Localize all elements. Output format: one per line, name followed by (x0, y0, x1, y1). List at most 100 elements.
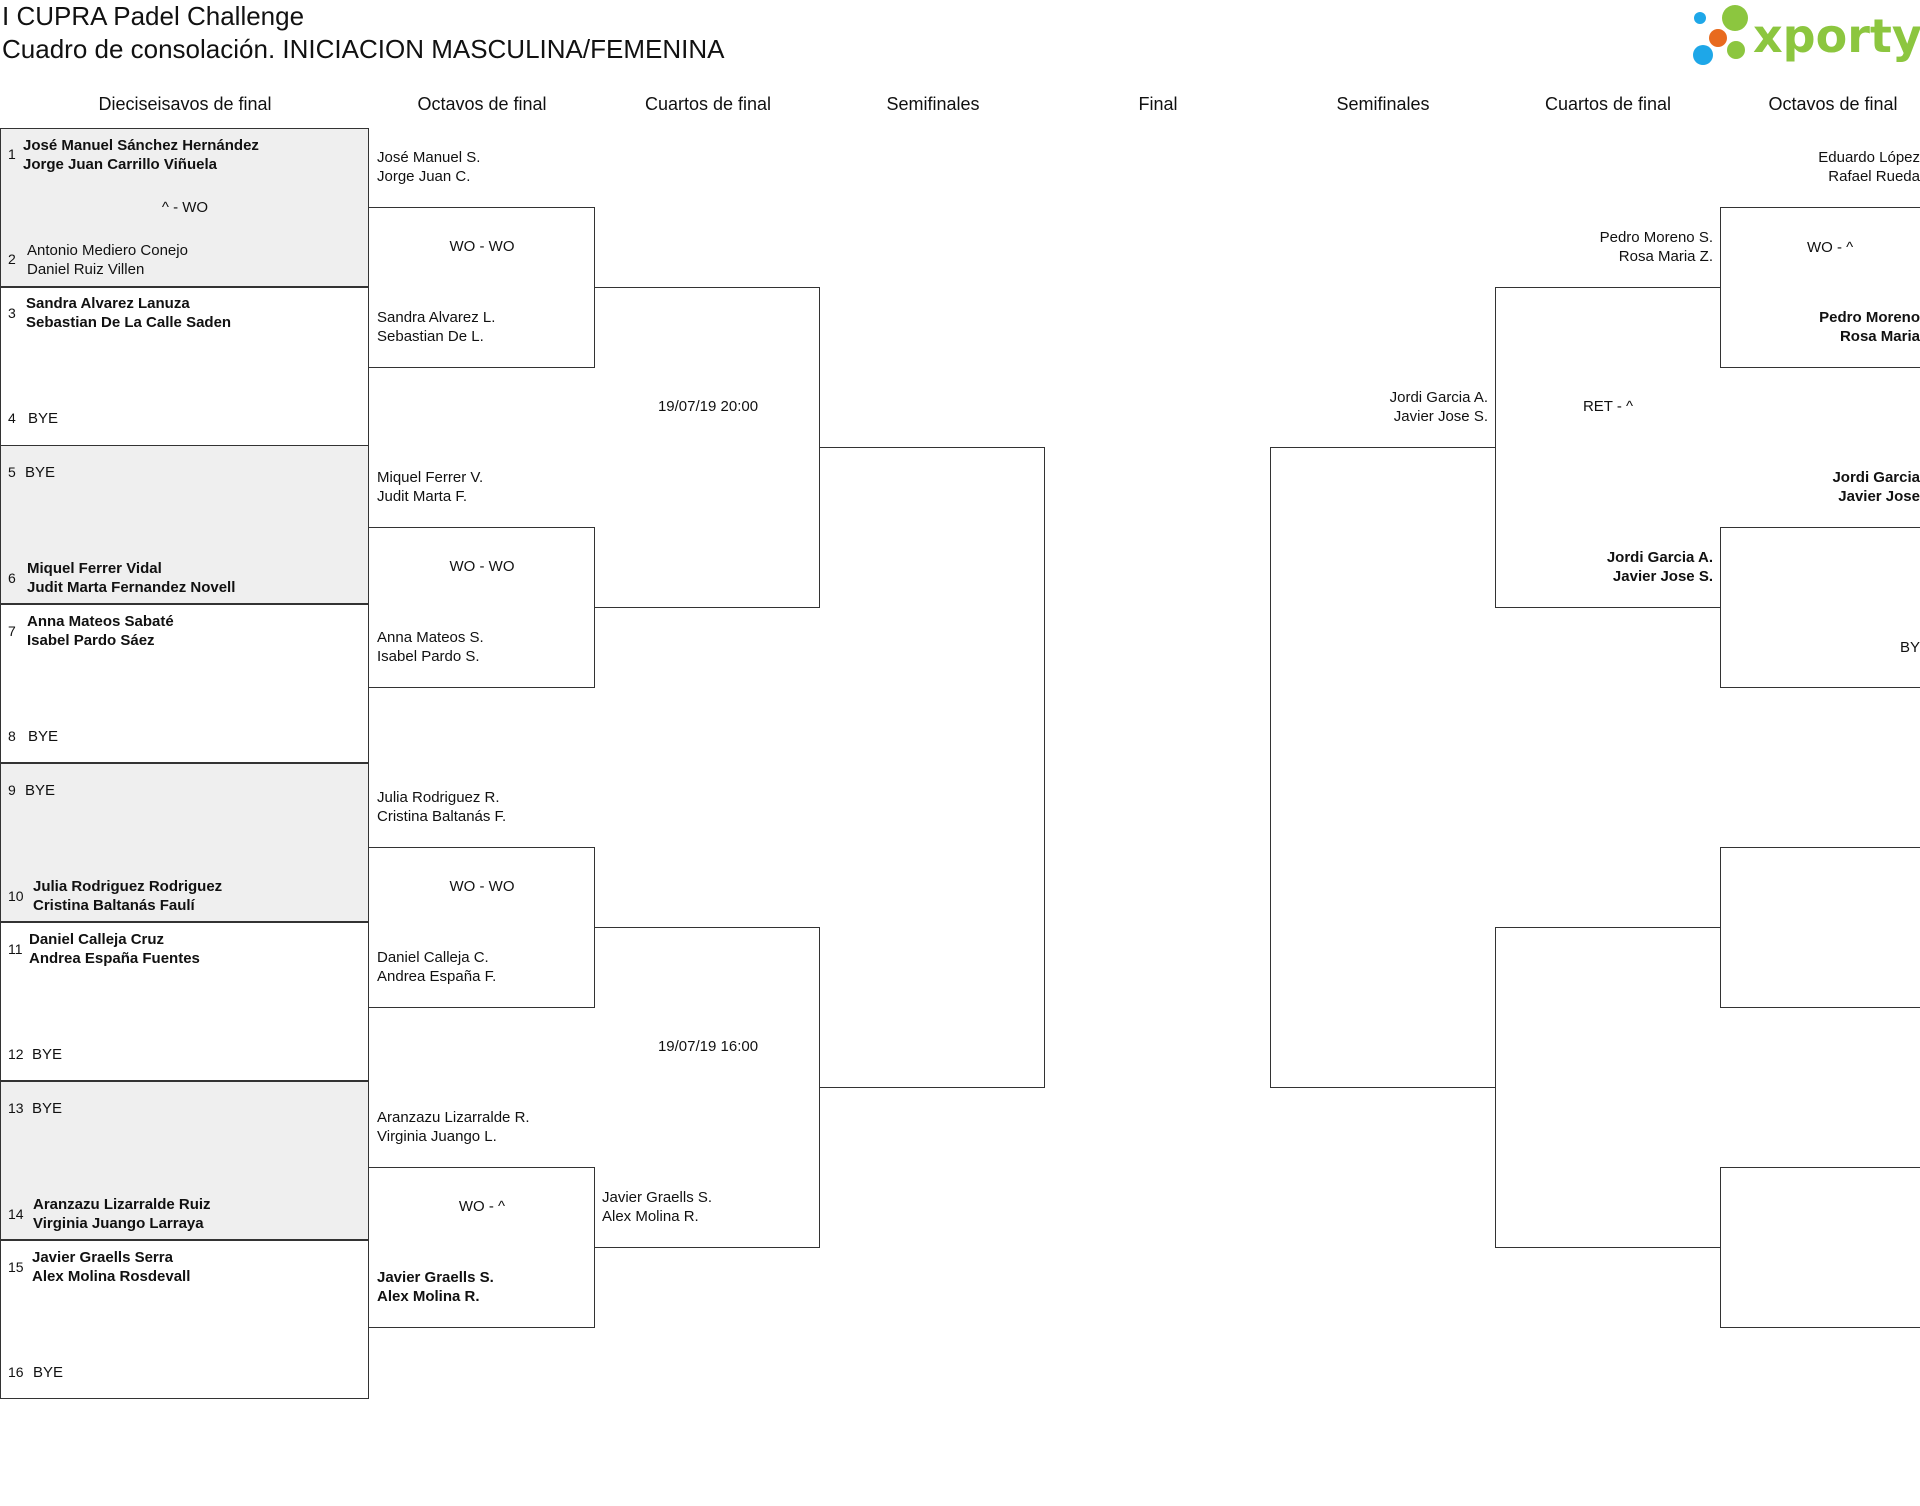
qf-right-team-line2: Javier Jose S. (1612, 568, 1713, 585)
team-player-2: Andrea España Fuentes (29, 950, 200, 967)
match-score: RET - ^ (1582, 398, 1634, 415)
r16-match-box (369, 207, 595, 368)
qf-right-match-box (1495, 287, 1720, 608)
team-player-1: Aranzazu Lizarralde Ruiz (33, 1196, 211, 1213)
r16-team-line1: Sandra Alvarez L. (377, 309, 496, 326)
seed-number: 14 (8, 1206, 24, 1222)
r16-match-box (369, 847, 595, 1008)
round-header-r16-right: Octavos de final (1768, 94, 1898, 114)
sf-right-team-line1: Jordi Garcia A. (1389, 389, 1488, 406)
team-player-2: Cristina Baltanás Faulí (33, 897, 195, 914)
team-player-1: Sandra Alvarez Lanuza (26, 295, 190, 312)
r16-right-team-line2: Javier Jose (1838, 488, 1920, 505)
seed-number: 9 (8, 782, 16, 798)
r16-team-line2: Cristina Baltanás F. (377, 808, 507, 825)
draw-subtitle: Cuadro de consolación. INICIACION MASCUL… (2, 34, 725, 64)
team-bye: BYE (28, 728, 59, 745)
team-player-1: Javier Graells Serra (32, 1249, 173, 1266)
r16-right-team-line1: Eduardo López (1818, 149, 1920, 166)
team-bye: BYE (28, 410, 59, 427)
r16-right-match-box (1720, 847, 1920, 1008)
match-score: WO - WO (449, 238, 515, 255)
r16-right-team-line1: Jordi Garcia (1832, 469, 1920, 486)
seed-number: 3 (8, 305, 16, 321)
r16-team-line1: Daniel Calleja C. (377, 949, 489, 966)
round-header-qf: Cuartos de final (644, 94, 772, 114)
r16-team-line2: Andrea España F. (377, 968, 497, 985)
r32-match-3 (0, 445, 369, 604)
seed-number: 8 (8, 728, 16, 744)
r32-match-4 (0, 604, 369, 763)
round-header-r32: Dieciseisavos de final (98, 94, 272, 114)
sf-right-match-box (1270, 447, 1495, 1088)
r16-match-box (369, 527, 595, 688)
seed-number: 1 (8, 146, 16, 162)
r16-right-match-box (1720, 207, 1920, 368)
team-player-2: Virginia Juango Larraya (33, 1215, 204, 1232)
seed-number: 4 (8, 410, 16, 426)
round-header-sf: Semifinales (886, 94, 980, 114)
team-player-2: Jorge Juan Carrillo Viñuela (23, 156, 217, 173)
seed-number: 15 (8, 1259, 24, 1275)
team-player-2: Judit Marta Fernandez Novell (27, 579, 236, 596)
qf-team-line2: Alex Molina R. (602, 1208, 699, 1225)
team-bye: BYE (25, 782, 56, 799)
team-player-2: Isabel Pardo Sáez (27, 632, 155, 649)
qf-right-team-line2: Rosa Maria Z. (1618, 248, 1713, 265)
team-player-2: Sebastian De La Calle Saden (26, 314, 232, 331)
team-player-1: Miquel Ferrer Vidal (27, 560, 162, 577)
r16-match-box (369, 1167, 595, 1328)
qf-right-team-line1: Jordi Garcia A. (1606, 549, 1713, 566)
r16-team-line1: Julia Rodriguez R. (377, 789, 500, 806)
team-bye: BYE (33, 1364, 64, 1381)
r32-match-5 (0, 763, 369, 922)
r16-team-line2: Isabel Pardo S. (377, 648, 480, 665)
match-score: WO - ^ (1807, 239, 1854, 256)
seed-number: 16 (8, 1364, 24, 1380)
r16-team-line2: Judit Marta F. (377, 488, 468, 505)
r32-match-6 (0, 922, 369, 1081)
r16-team-line2: Jorge Juan C. (377, 168, 471, 185)
seed-number: 10 (8, 888, 24, 904)
team-player-1: Anna Mateos Sabaté (27, 613, 174, 630)
seed-number: 5 (8, 464, 16, 480)
qf-match-box (595, 927, 820, 1248)
team-player-1: Daniel Calleja Cruz (29, 931, 165, 948)
r16-right-team-line1: Pedro Moreno (1819, 309, 1920, 326)
r16-team-line1: José Manuel S. (377, 149, 481, 166)
seed-number: 13 (8, 1100, 24, 1116)
seed-number: 6 (8, 570, 16, 586)
team-bye: BYE (32, 1046, 63, 1063)
round-header-r16: Octavos de final (417, 94, 547, 114)
round-header-sf-right: Semifinales (1336, 94, 1430, 114)
r16-team-line1: Javier Graells S. (377, 1269, 494, 1286)
match-score: ^ - WO (161, 199, 209, 216)
team-bye: BYE (32, 1100, 63, 1117)
match-score: WO - ^ (458, 1198, 506, 1215)
round-header-qf-right: Cuartos de final (1544, 94, 1672, 114)
r32-match-7 (0, 1081, 369, 1240)
match-date: 19/07/19 16:00 (657, 1038, 759, 1055)
r32-match-8 (0, 1240, 369, 1399)
team-player-2: Alex Molina Rosdevall (32, 1268, 191, 1285)
r32-match-1 (0, 128, 369, 287)
r16-team-line2: Sebastian De L. (377, 328, 484, 345)
r16-right-match-box (1720, 527, 1920, 688)
seed-number: 12 (8, 1046, 24, 1062)
sf-right-team-line2: Javier Jose S. (1393, 408, 1488, 425)
logo-wordmark: xporty (1753, 9, 1920, 63)
r16-team-line1: Aranzazu Lizarralde R. (377, 1109, 530, 1126)
seed-number: 7 (8, 623, 16, 639)
team-player-2: Daniel Ruiz Villen (27, 261, 145, 278)
qf-team-line1: Javier Graells S. (602, 1189, 713, 1206)
r16-team-line1: Anna Mateos S. (377, 629, 484, 646)
seed-number: 2 (8, 251, 16, 267)
r16-team-line2: Virginia Juango L. (377, 1128, 497, 1145)
match-date: 19/07/19 20:00 (657, 398, 759, 415)
xporty-logo-mark: xporty (1693, 5, 1920, 65)
round-header-final: Final (1138, 94, 1178, 114)
match-score: WO - WO (449, 878, 515, 895)
xporty-logo: xporty (1690, 2, 1920, 68)
tournament-title: I CUPRA Padel Challenge (2, 1, 305, 31)
r16-right-team-line2: Rosa Maria (1839, 328, 1920, 345)
